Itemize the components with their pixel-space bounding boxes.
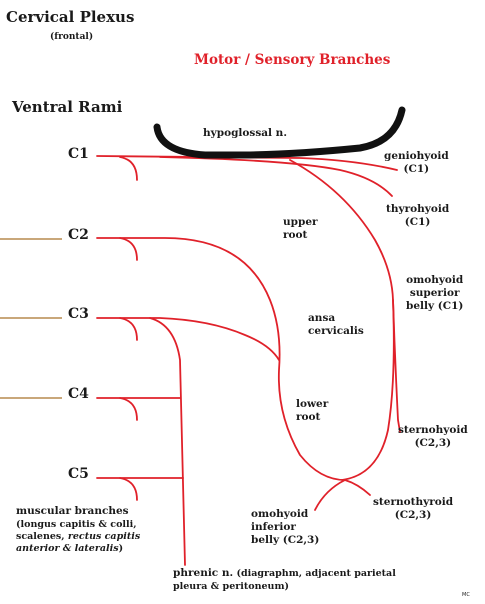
- label-phrenic-name: phrenic n.: [173, 567, 234, 579]
- path-c3-muscular: [119, 317, 138, 341]
- muscular-branches-line2: (longus capitis & colli,: [16, 519, 137, 530]
- label-hypoglossal: hypoglossal n.: [203, 127, 287, 139]
- muscular-branches-line4: anterior & lateralis): [16, 543, 140, 555]
- muscular-branches-line3a: scalenes,: [16, 531, 68, 542]
- label-lower-root-line1: lower: [296, 398, 329, 410]
- path-c2-lower-root: [96, 237, 346, 481]
- header-branches: Motor / Sensory Branches: [194, 52, 391, 68]
- label-upper-root: upper root: [283, 216, 318, 242]
- label-lower-root-line2: root: [296, 411, 321, 423]
- path-c4-muscular: [119, 397, 138, 421]
- label-omohyoid-superior-line1: omohyoid: [406, 274, 464, 286]
- root-c4: C4: [68, 386, 89, 402]
- path-c1-muscular: [119, 156, 138, 181]
- muscular-branches-detail: (longus capitis & colli, scalenes, rectu…: [16, 519, 140, 555]
- path-c1-thyrohyoid: [159, 156, 393, 197]
- label-lower-root: lower root: [296, 398, 328, 424]
- muscular-branches-line4b: ): [118, 543, 124, 554]
- page-title: Cervical Plexus: [6, 8, 135, 26]
- author-initials: MC: [462, 592, 470, 598]
- nerve-paths: [96, 155, 401, 566]
- path-loop-right: [341, 299, 395, 481]
- muscular-branches-title: muscular branches: [16, 505, 129, 517]
- label-sternohyoid-line1: sternohyoid: [398, 424, 468, 436]
- root-c3: C3: [68, 306, 89, 322]
- label-sternohyoid-line2: (C2,3): [414, 437, 452, 449]
- label-thyrohyoid-line2: (C1): [404, 216, 431, 228]
- label-omohyoid-inferior-line3: belly (C2,3): [251, 534, 320, 546]
- label-geniohyoid-line2: (C1): [403, 163, 430, 175]
- label-upper-root-line1: upper: [283, 216, 318, 228]
- root-c2: C2: [68, 227, 89, 243]
- label-omohyoid-superior-line2: superior: [409, 287, 460, 299]
- label-omohyoid-superior: omohyoid superior belly (C1): [406, 274, 463, 313]
- muscular-branches-line4a: anterior & lateralis: [16, 543, 119, 554]
- hypoglossal-nerve: [153, 106, 406, 159]
- page-subtitle: (frontal): [50, 32, 94, 42]
- path-omohyoid-inferior: [314, 479, 346, 511]
- label-geniohyoid-line1: geniohyoid: [384, 150, 449, 162]
- label-sternothyroid-line1: sternothyroid: [373, 496, 454, 508]
- label-omohyoid-inferior-line1: omohyoid: [251, 508, 309, 520]
- label-sternohyoid: sternohyoid (C2,3): [398, 424, 468, 450]
- muscular-branches-line3b: rectus capitis: [67, 531, 141, 542]
- label-thyrohyoid: thyrohyoid (C1): [386, 203, 449, 229]
- path-c5-muscular: [119, 477, 138, 501]
- label-upper-root-line2: root: [283, 229, 308, 241]
- dorsal-rami: [0, 238, 62, 399]
- label-omohyoid-superior-line3: belly (C1): [406, 300, 464, 312]
- path-sternothyroid: [344, 479, 371, 496]
- label-phrenic-detail: (diagraphm, adjacent parietal: [233, 568, 396, 579]
- label-sternothyroid: sternothyroid (C2,3): [373, 496, 453, 522]
- path-c2-muscular: [119, 237, 138, 261]
- label-omohyoid-inferior: omohyoid inferior belly (C2,3): [251, 508, 319, 547]
- path-c3-join: [96, 317, 280, 361]
- muscular-branches-line3: scalenes, rectus capitis: [16, 531, 140, 543]
- label-thyrohyoid-line1: thyrohyoid: [386, 203, 450, 215]
- path-superior-root: [289, 159, 401, 433]
- label-phrenic-detail2: pleura & peritoneum): [173, 581, 289, 592]
- label-omohyoid-inferior-line2: inferior: [251, 521, 296, 533]
- path-c3-phrenic: [149, 317, 186, 566]
- root-c1: C1: [68, 146, 89, 162]
- path-c1-geniohyoid: [96, 155, 398, 171]
- ventral-rami-heading: Ventral Rami: [12, 98, 123, 116]
- label-sternothyroid-line2: (C2,3): [394, 509, 432, 521]
- root-c5: C5: [68, 466, 89, 482]
- label-ansa-line2: cervicalis: [308, 325, 364, 337]
- label-ansa-cervicalis: ansa cervicalis: [308, 312, 364, 338]
- label-ansa-line1: ansa: [308, 312, 336, 324]
- label-phrenic: phrenic n. (diagraphm, adjacent parietal…: [173, 567, 396, 593]
- label-geniohyoid: geniohyoid (C1): [384, 150, 449, 176]
